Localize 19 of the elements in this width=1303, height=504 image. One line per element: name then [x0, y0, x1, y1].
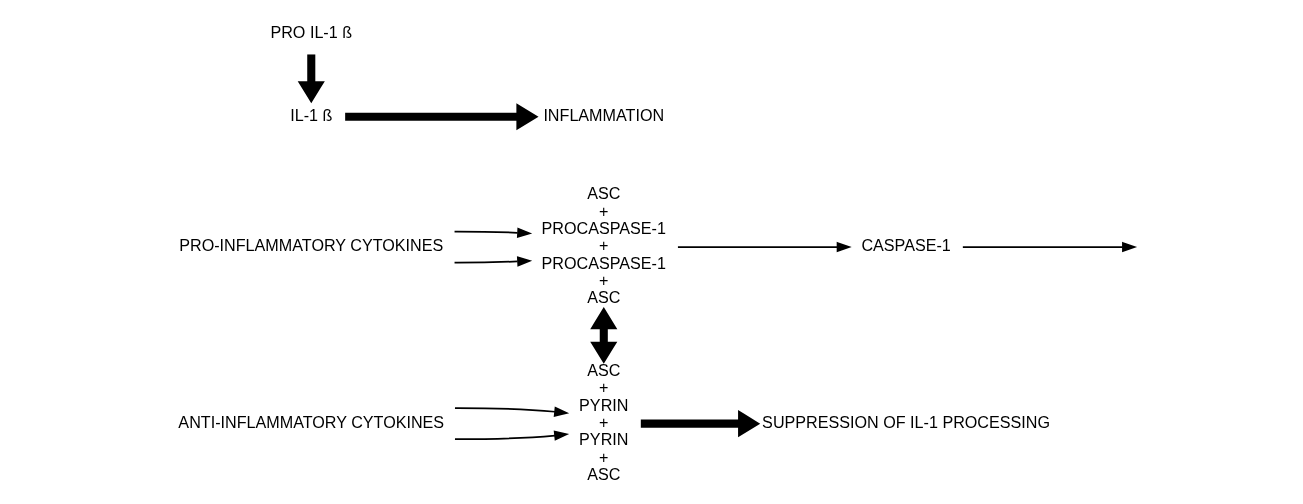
node-text: IL-1 ß	[290, 105, 333, 124]
node-text: SUPPRESSION OF IL-1 PROCESSING	[762, 412, 1051, 431]
arrow	[590, 307, 618, 364]
arrow	[962, 241, 1138, 253]
node-text: PRO IL-1 ß	[270, 22, 353, 41]
arrow	[454, 430, 570, 441]
node-text: ASC + PROCASPASE-1 + PROCASPASE-1 + ASC	[541, 184, 666, 307]
arrow	[640, 410, 761, 438]
arrow	[453, 256, 533, 267]
node-text: ANTI-INFLAMMATORY CYTOKINES	[178, 412, 445, 431]
node-text: INFLAMMATION	[543, 105, 665, 124]
arrow	[345, 103, 539, 131]
node-text: PRO-INFLAMMATORY CYTOKINES	[179, 236, 444, 255]
node-text: ASC + PYRIN + PYRIN + ASC	[579, 360, 629, 483]
node-text: CASPASE-1	[861, 236, 951, 255]
arrow	[453, 227, 533, 238]
arrow	[677, 241, 852, 253]
arrow	[297, 54, 325, 104]
arrow	[454, 406, 570, 417]
